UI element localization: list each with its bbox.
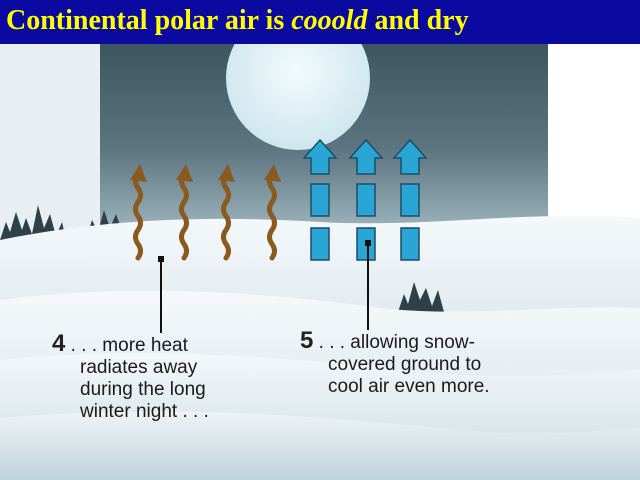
title-suffix: and dry [367,5,469,36]
caption-step-5: 5 . . . allowing snow- covered ground to… [300,327,490,398]
caption-4-line-1: 4 . . . more heat [52,330,209,357]
leader-line-4 [158,256,164,333]
up-arrow-icon [302,138,338,261]
snow-hill-bottom [0,411,640,480]
step-number-4: 4 [52,330,66,357]
caption-4-text-1: . . . more heat [65,335,188,356]
wavy-heat-arrow-icon [218,164,235,261]
pale-sky-left [0,44,100,244]
wavy-heat-arrow-icon [176,164,193,261]
caption-4-line-4: winter night . . . [80,401,209,422]
leader-line-5 [365,240,371,330]
caption-5-line-2: covered ground to [328,354,482,375]
caption-5-text-1: . . . allowing snow- [313,332,475,353]
title-emphasis: cooold [291,5,368,36]
caption-5-line-3: cool air even more. [328,376,490,397]
caption-step-4: 4 . . . more heat radiates away during t… [52,330,209,423]
step-number-5: 5 [300,327,314,354]
cold-air-arrows-group [302,138,428,261]
caption-4-line-2: radiates away [80,357,198,378]
white-margin [548,44,640,244]
wavy-heat-arrow-icon [130,164,147,261]
up-arrow-icon [348,138,384,261]
pine-tree-icon [398,282,444,312]
wavy-heat-arrow-icon [264,164,281,261]
heat-arrows-group [130,164,281,261]
title-prefix: Continental polar air is [6,5,292,36]
slide-title: Continental polar air is cooold and dry [6,3,469,39]
caption-4-line-3: during the long [80,379,206,400]
title-bar: Continental polar air is cooold and dry [0,0,640,44]
caption-5-line-1: 5 . . . allowing snow- [300,327,490,354]
up-arrow-icon [392,138,428,261]
